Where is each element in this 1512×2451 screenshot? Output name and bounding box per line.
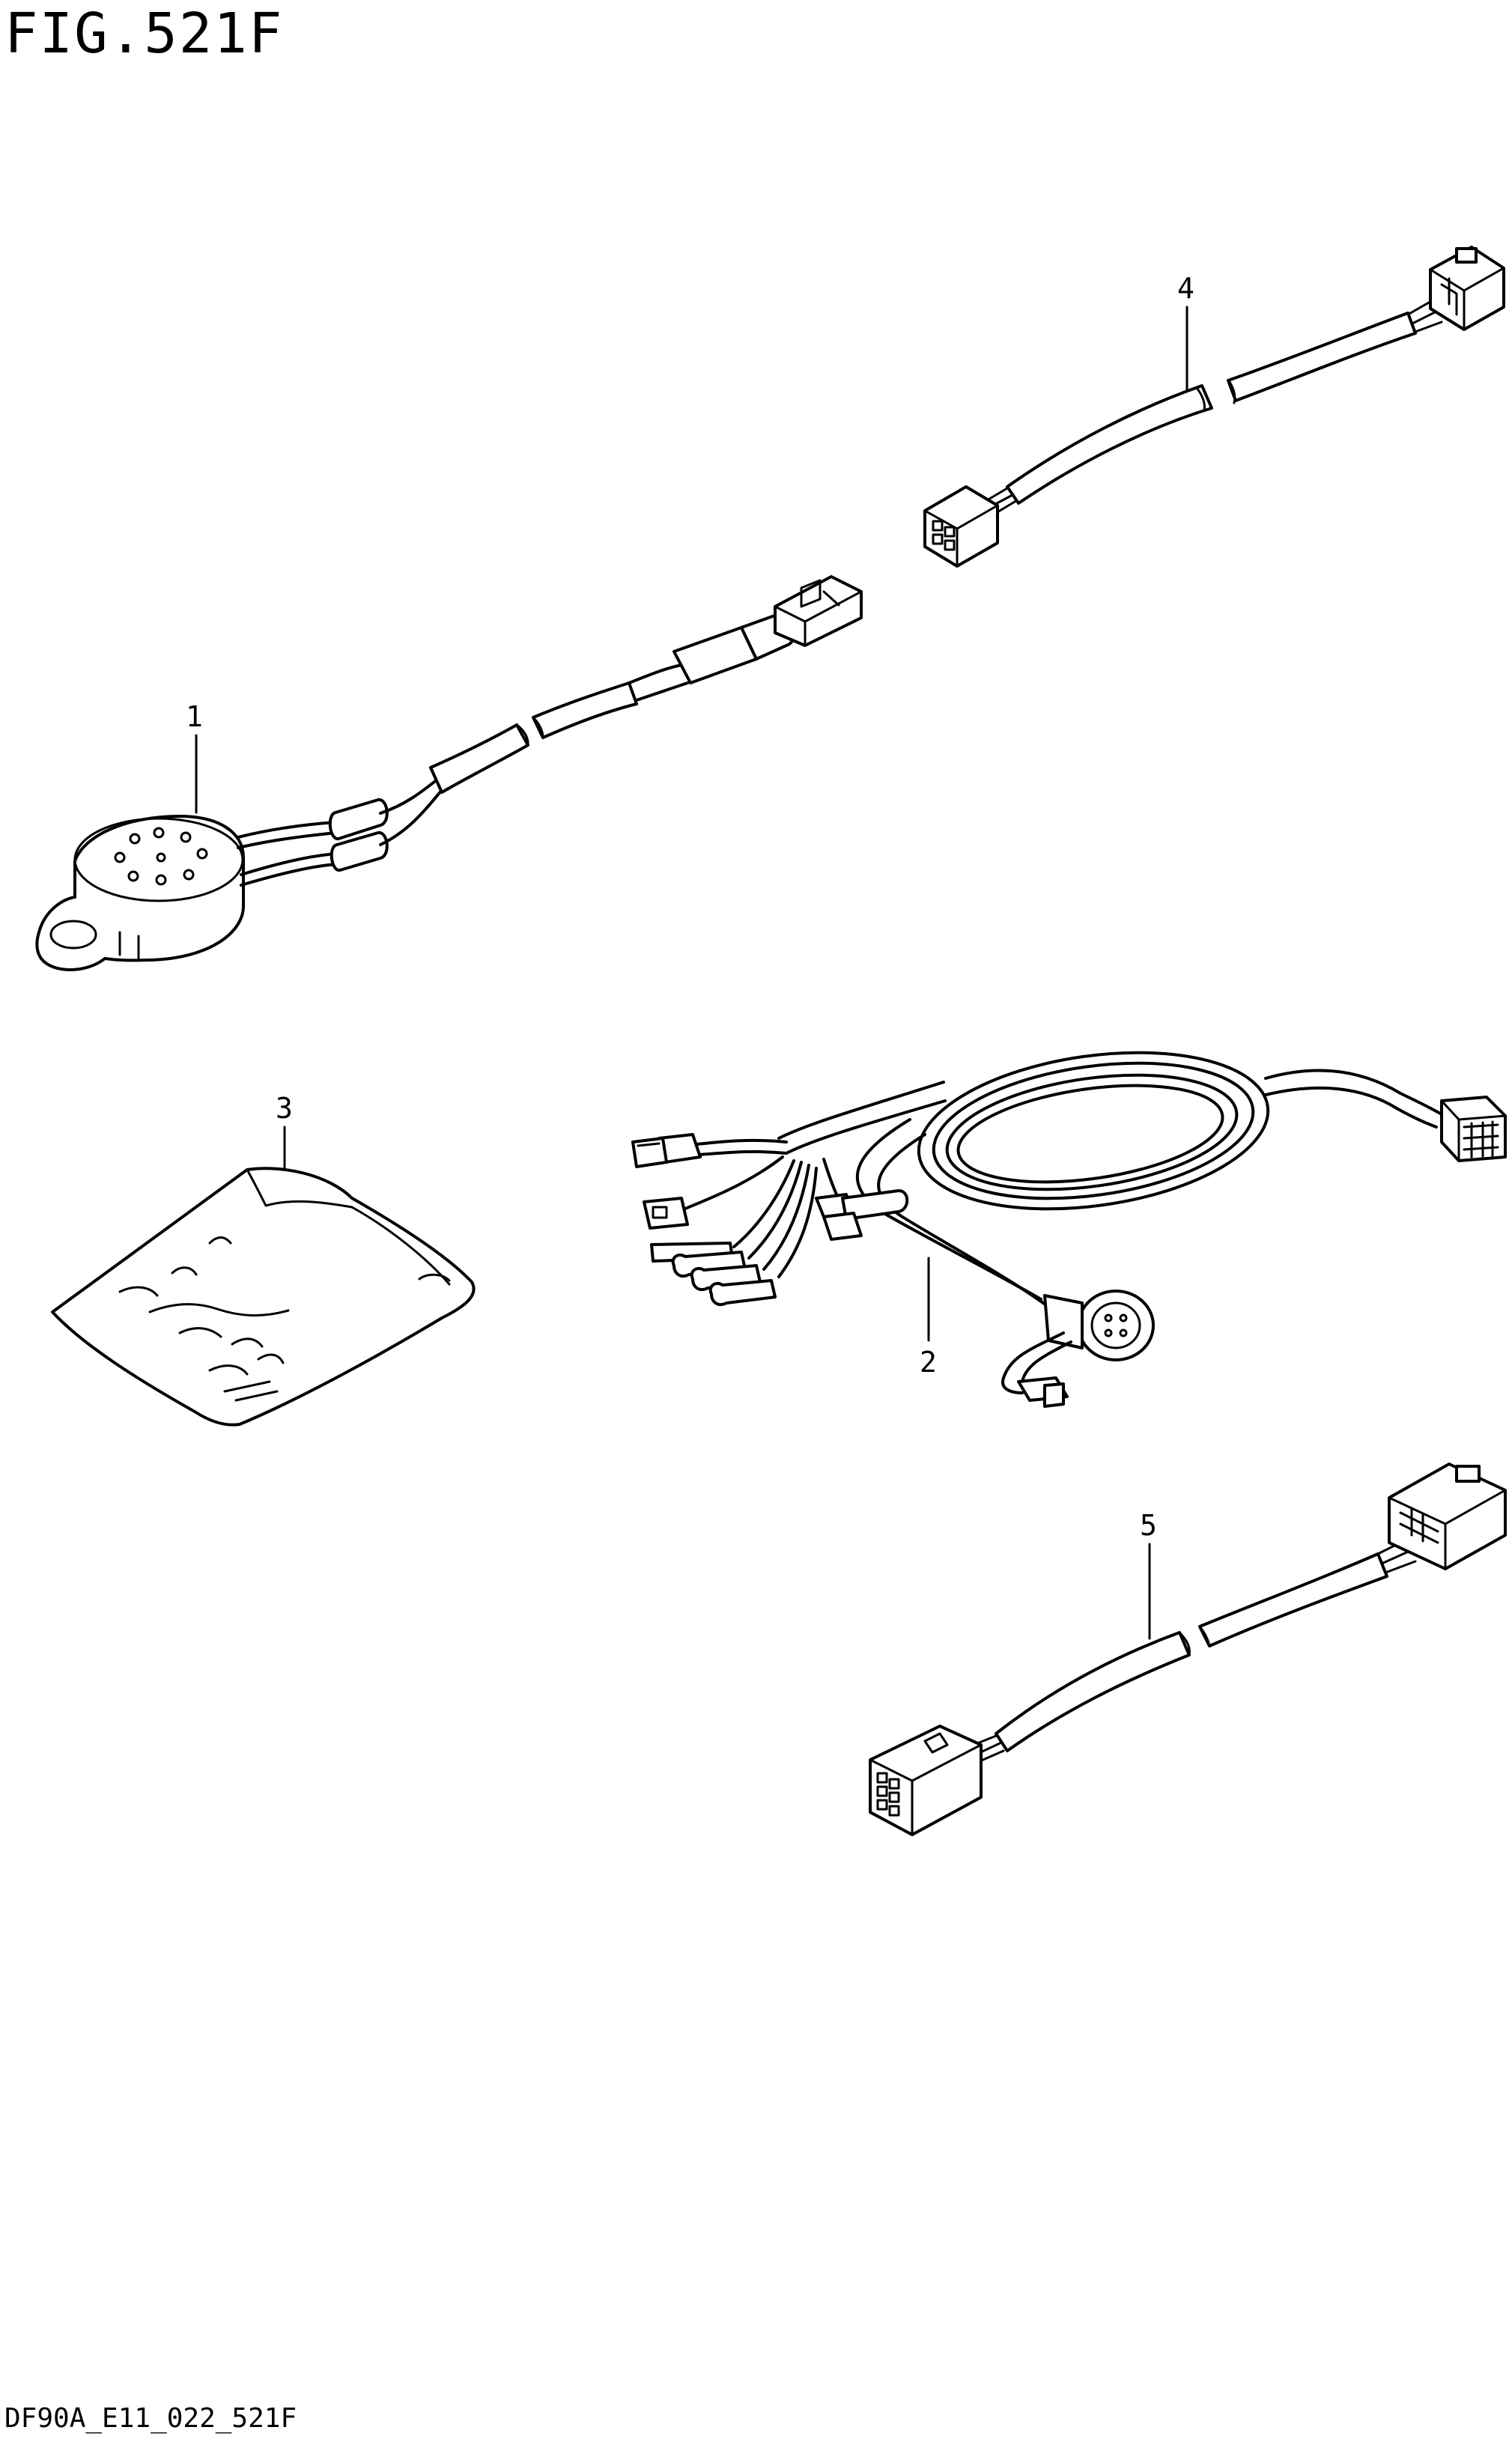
callout-3: 3: [276, 1092, 293, 1125]
callout-2: 2: [920, 1346, 937, 1379]
figure-code: DF90A_E11_022_521F: [4, 2403, 297, 2434]
buzzer-harness-icon[interactable]: 1: [35, 575, 863, 971]
extension-harness-6pin-icon[interactable]: 4: [923, 246, 1505, 568]
parts-bag-icon[interactable]: 3: [51, 1092, 476, 1427]
callout-5: 5: [1140, 1509, 1157, 1542]
main-wiring-harness-icon[interactable]: 2: [631, 1032, 1507, 1408]
callout-4: 4: [1177, 272, 1194, 305]
figure-title: FIG.521F: [4, 1, 284, 66]
callout-1: 1: [186, 700, 203, 733]
extension-harness-10pin-icon[interactable]: 5: [869, 1463, 1507, 1836]
